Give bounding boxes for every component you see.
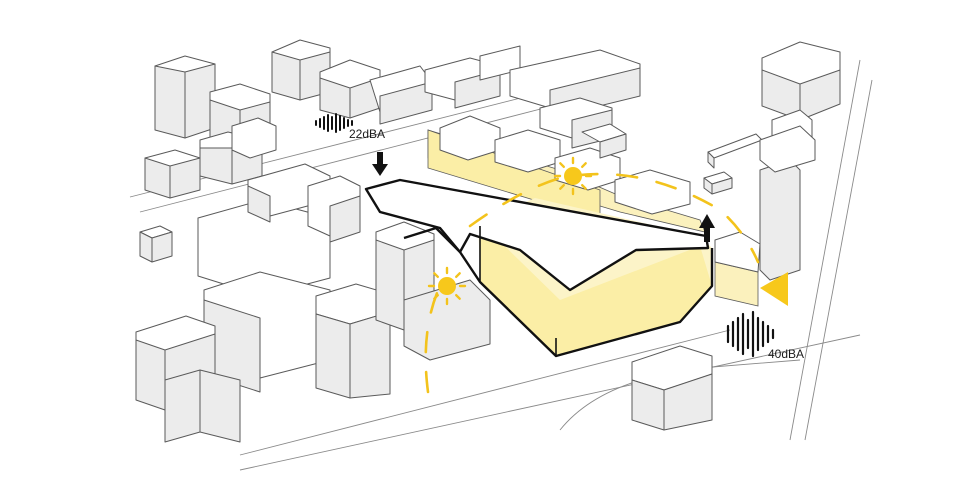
- sun-icon: [553, 156, 593, 196]
- sun-icon: [427, 266, 467, 306]
- buildings-southwest: [135, 163, 361, 443]
- down-arrow-icon: [372, 152, 388, 176]
- buildings-northwest: [144, 55, 277, 199]
- wind-arrow-icon: [760, 272, 788, 306]
- sound-wave-icon: [726, 310, 775, 358]
- buildings-east: [714, 41, 841, 307]
- noise-label-loud: 40dBA: [768, 347, 805, 361]
- buildings-center-north: [581, 123, 763, 195]
- streets: [129, 59, 873, 471]
- noise-label-quiet: 22dBA: [349, 127, 386, 141]
- project-volume: [364, 178, 714, 358]
- buildings-north: [271, 39, 641, 125]
- sound-wave-icon: [315, 113, 353, 133]
- buildings-south: [315, 221, 713, 431]
- up-arrow-icon: [699, 214, 715, 242]
